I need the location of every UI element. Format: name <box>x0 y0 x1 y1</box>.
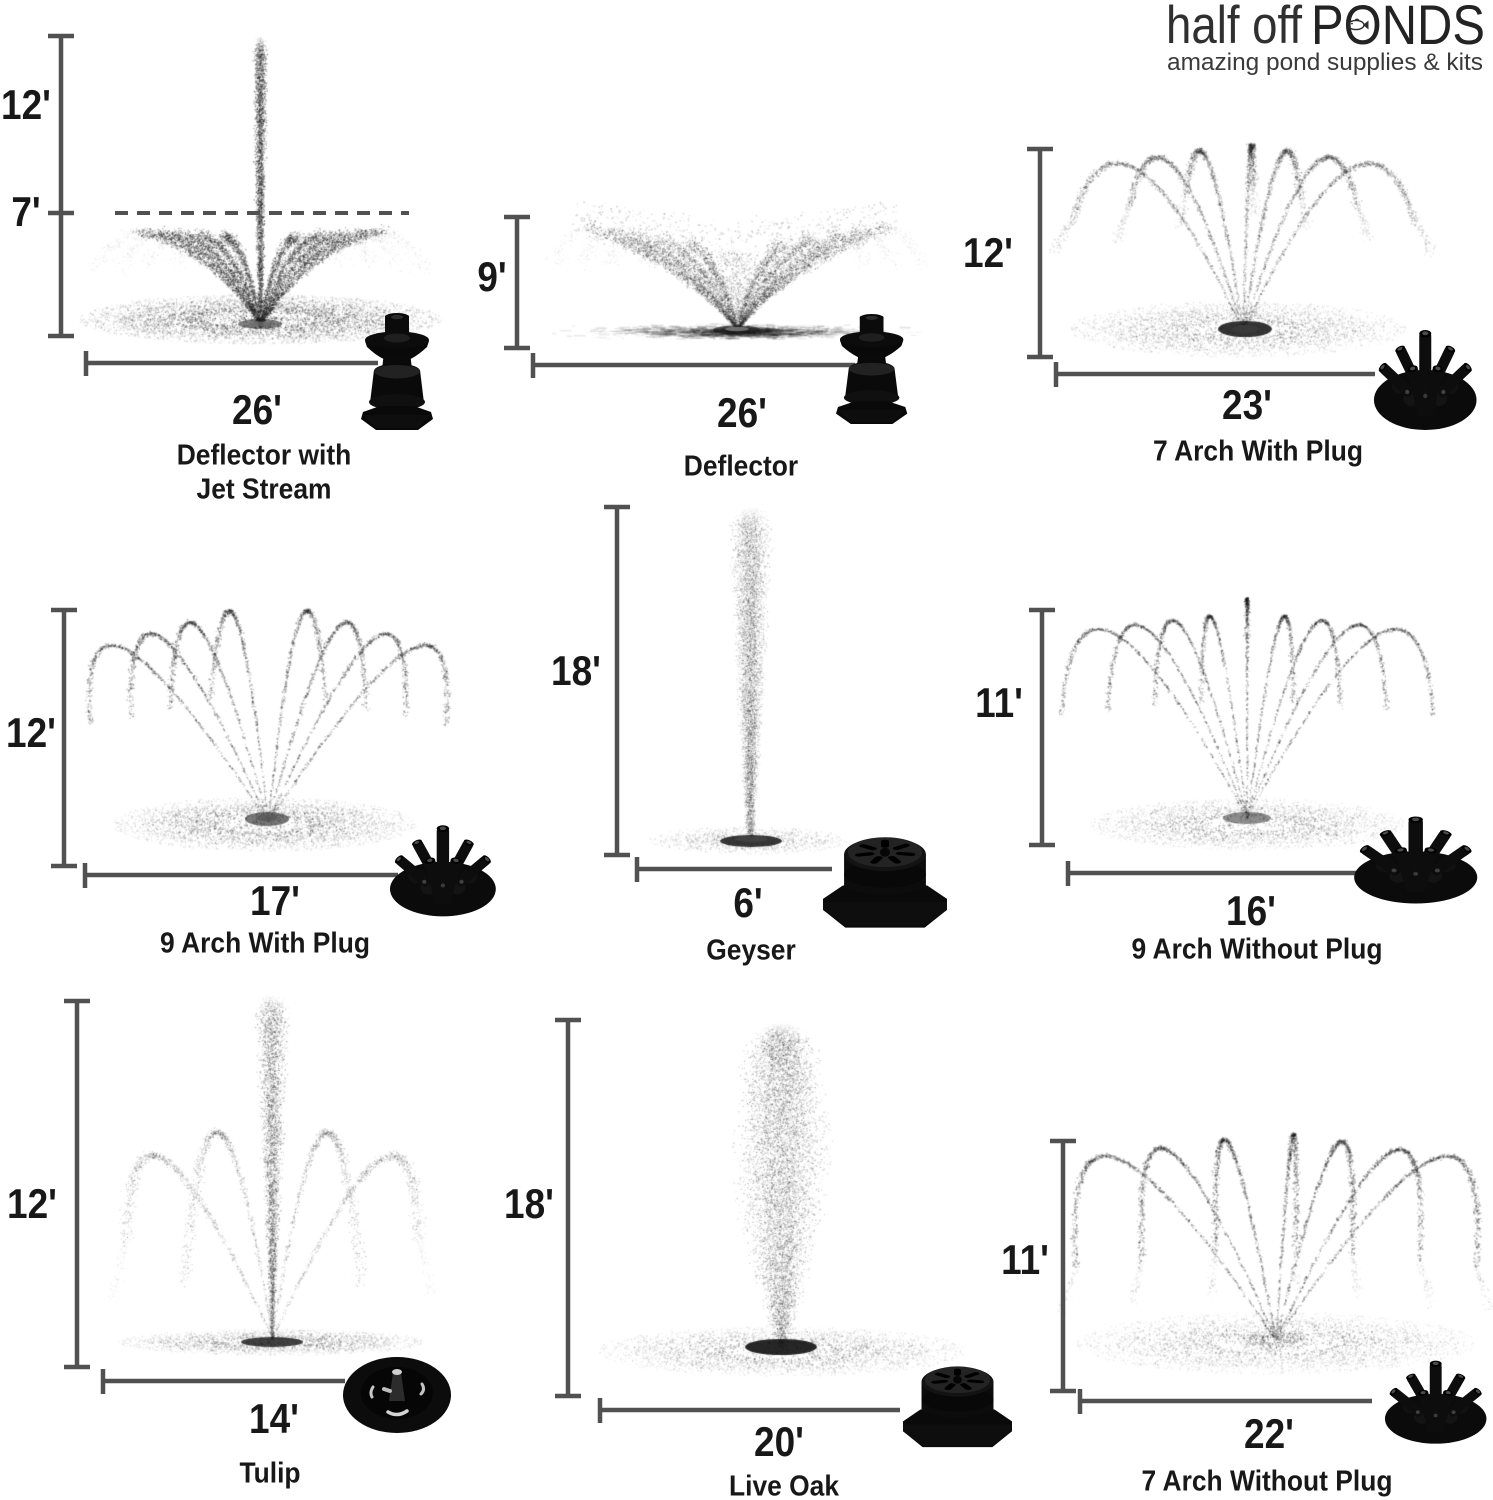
svg-text:amazing pond supplies & kits: amazing pond supplies & kits <box>1167 49 1483 76</box>
svg-text:half off: half off <box>1166 0 1302 55</box>
svg-text:PONDS: PONDS <box>1311 0 1485 56</box>
